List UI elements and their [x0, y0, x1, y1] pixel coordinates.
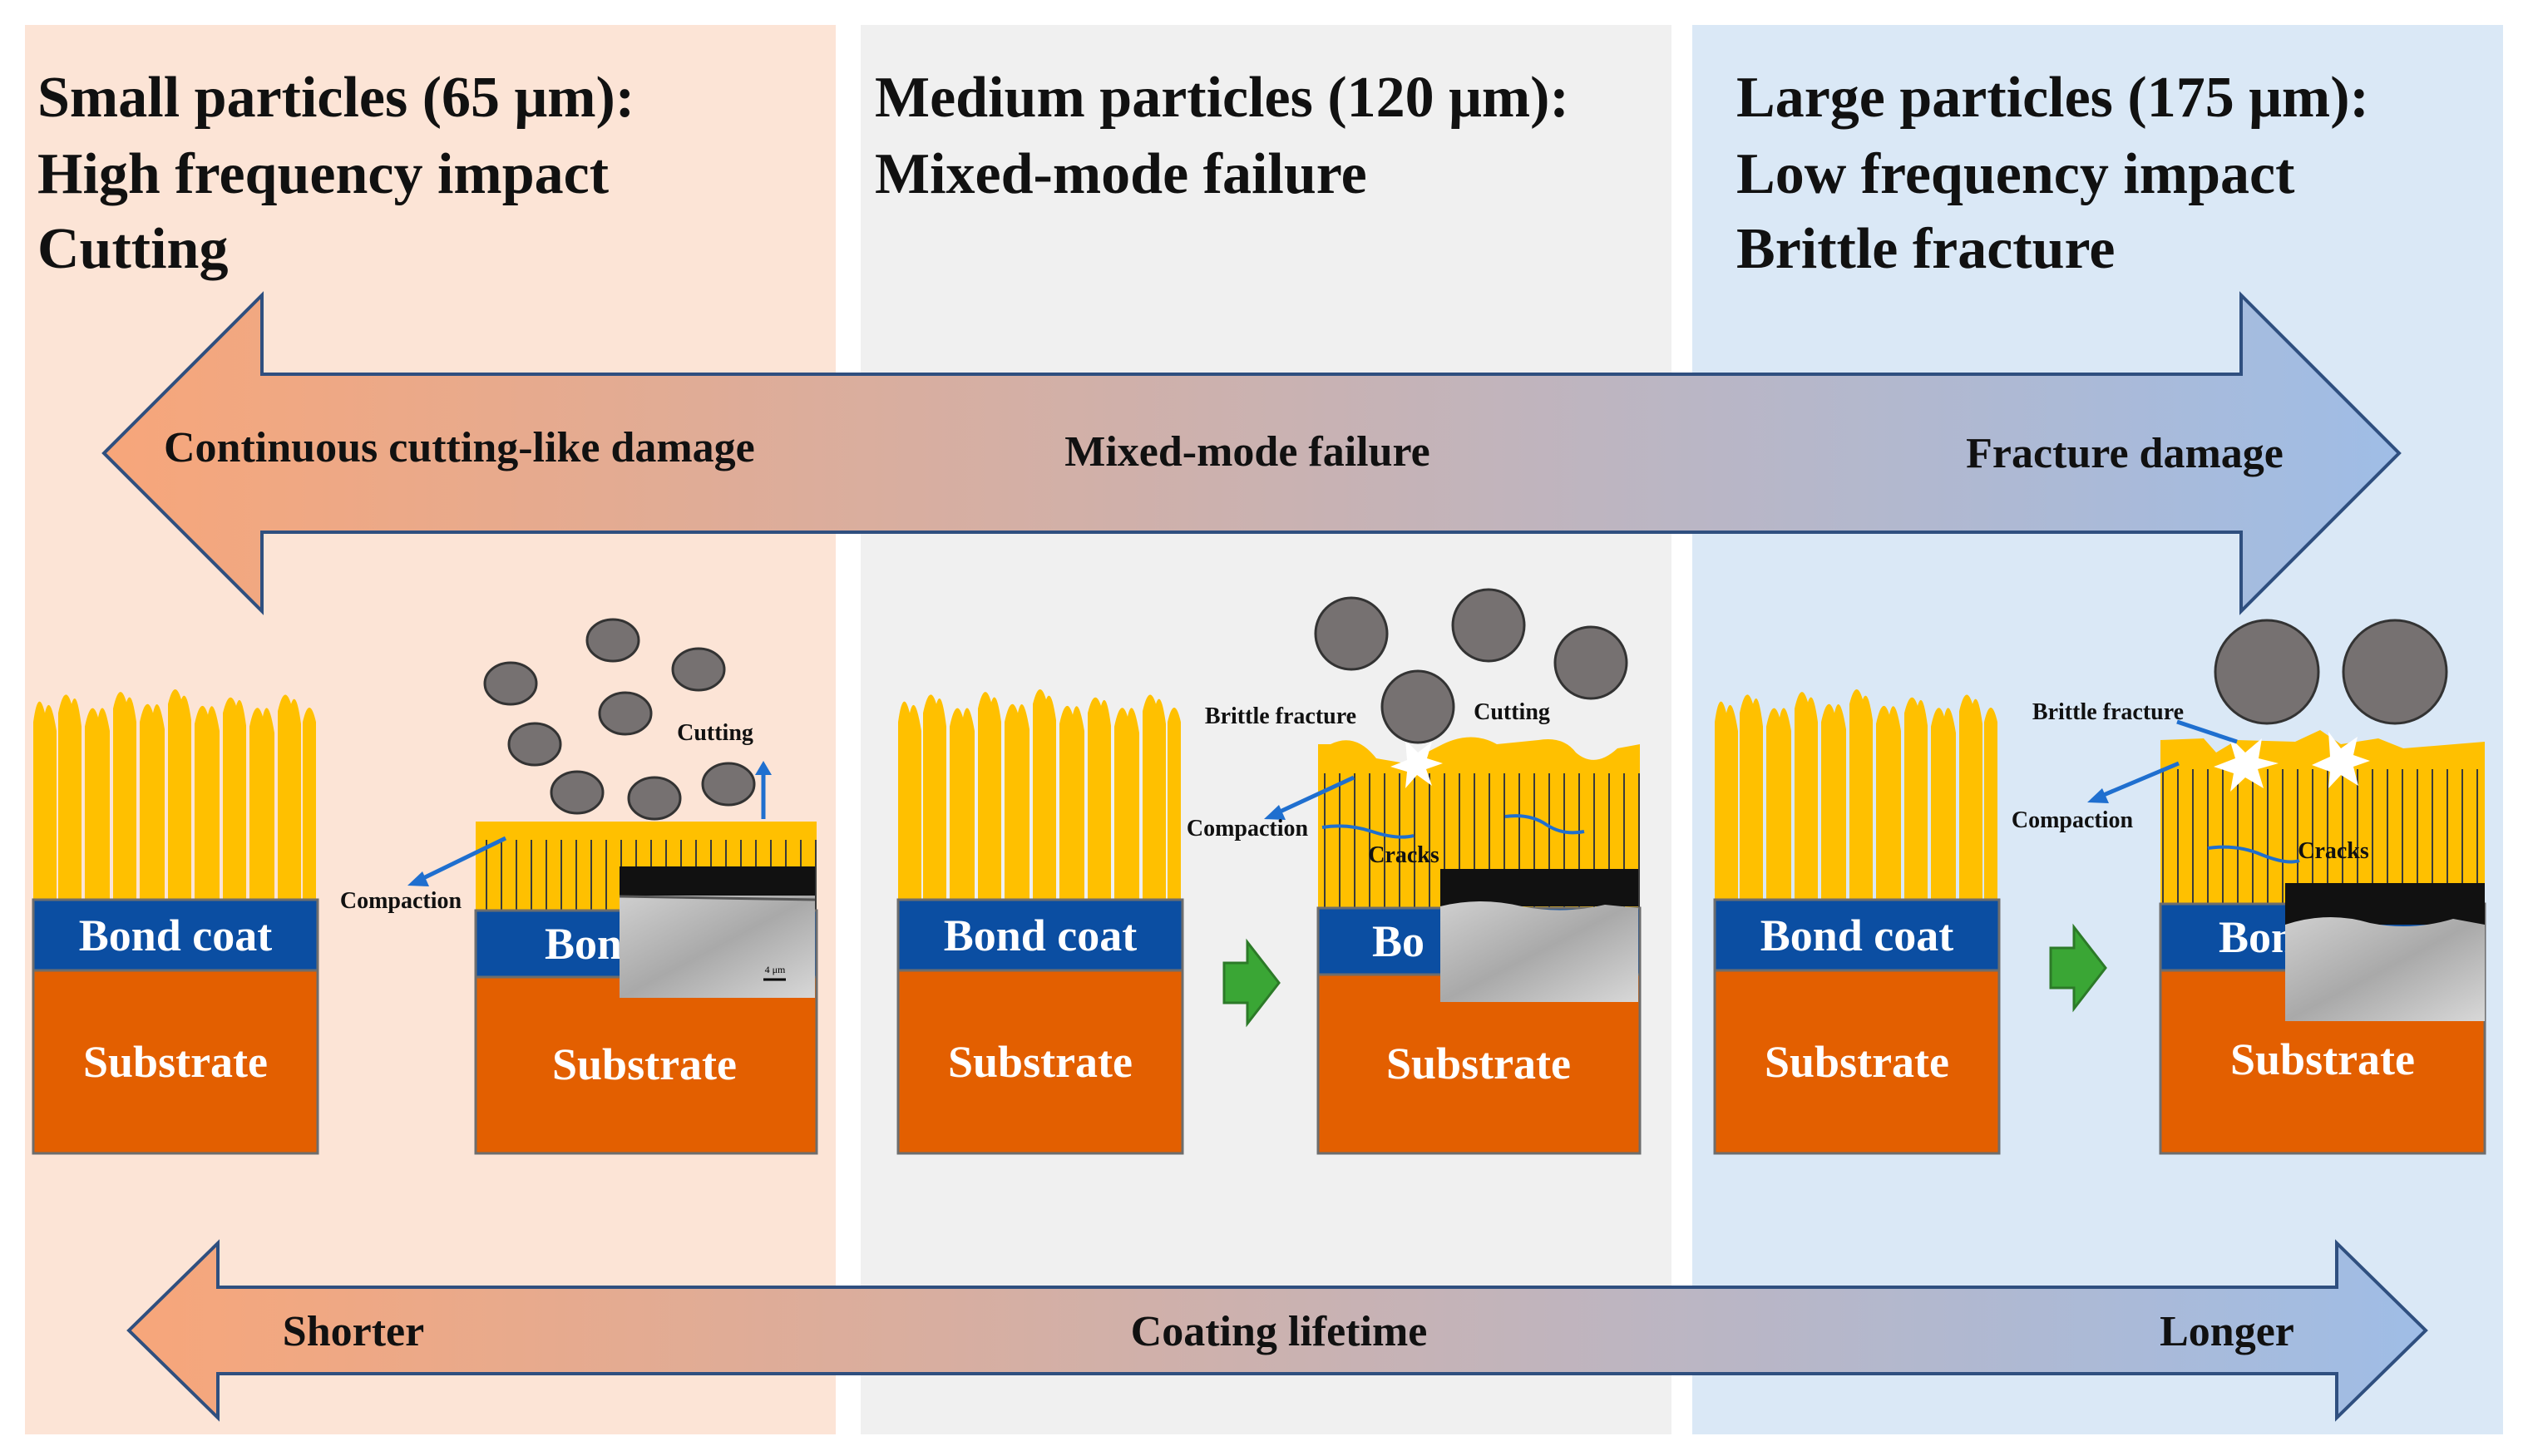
- large-fracture-burst-1: [2214, 736, 2279, 792]
- small-sem-scale-label: 4 μm: [765, 964, 786, 975]
- particle: [701, 762, 756, 807]
- small-eroded-topcoat-skin: [476, 822, 817, 840]
- medium-eroded-bond-coat-label: Bo: [1372, 916, 1424, 966]
- small-compaction-arrow: [418, 836, 507, 882]
- particle: [2214, 619, 2320, 725]
- large-fracture-burst-2: [2312, 732, 2370, 788]
- panel-small-title-line-2: High frequency impact: [37, 142, 609, 206]
- particle: [671, 647, 726, 692]
- large-compaction-arrowhead: [2087, 788, 2109, 803]
- small-initial-substrate: [32, 969, 319, 1155]
- particle: [627, 776, 682, 821]
- panel-small-title-line-1: Small particles (65 μm):: [37, 66, 634, 130]
- damage-arrow-left-label: Continuous cutting-like damage: [164, 424, 755, 471]
- large-initial-substrate-label: Substrate: [1765, 1037, 1949, 1087]
- panel-large-title-line-3: Brittle fracture: [1736, 217, 2115, 281]
- particle: [1451, 588, 1526, 663]
- particle: [1314, 596, 1389, 671]
- particle: [483, 661, 538, 706]
- small-particles: [483, 618, 756, 821]
- damage-arrow-right-label: Fracture damage: [1966, 430, 2284, 477]
- panel-medium-title-line-1: Medium particles (120 μm):: [875, 66, 1569, 130]
- medium-compaction-label: Compaction: [1187, 816, 1309, 842]
- medium-brittle-label: Brittle fracture: [1205, 703, 1356, 729]
- small-cutting-label: Cutting: [677, 720, 753, 746]
- medium-compaction-arrow: [1275, 775, 1355, 816]
- large-eroded-bond-coat-label: Bon: [2219, 912, 2296, 962]
- lifetime-arrow-right-label: Longer: [2160, 1308, 2294, 1355]
- large-initial-substrate: [1713, 969, 2001, 1155]
- small-sem-micrograph: 4 μm: [619, 866, 816, 998]
- damage-double-arrow: [101, 291, 2402, 615]
- small-initial-bond-coat: [32, 898, 319, 972]
- large-cracks-label: Cracks: [2298, 838, 2369, 864]
- medium-cutting-label: Cutting: [1474, 699, 1550, 725]
- medium-fracture-burst: [1390, 740, 1443, 788]
- small-compaction-arrowhead: [407, 871, 429, 886]
- damage-arrow-center-label: Mixed-mode failure: [1064, 428, 1430, 476]
- panel-medium-title-line-2: Mixed-mode failure: [875, 142, 1367, 206]
- large-crack-1: [2207, 845, 2300, 864]
- particle: [507, 722, 562, 767]
- particle: [2342, 619, 2448, 725]
- particle: [598, 691, 653, 736]
- lifetime-arrow-center-label: Coating lifetime: [1131, 1308, 1428, 1355]
- small-initial-bond-coat-label: Bond coat: [79, 911, 273, 960]
- medium-particles: [1314, 588, 1628, 744]
- small-eroded-bond-coat-label: Bon: [545, 919, 622, 969]
- large-eroded-topcoat-columns: [2160, 769, 2485, 904]
- medium-crack-2: [1504, 814, 1585, 835]
- panel-large-title-line-1: Large particles (175 μm):: [1736, 66, 2369, 130]
- medium-sem-micrograph: [1440, 869, 1638, 1002]
- medium-initial-coating: Bond coat Substrate: [896, 689, 1184, 1155]
- small-eroded-coating: Bon Substrate 4 μm: [474, 822, 818, 1155]
- medium-cracks-label: Cracks: [1368, 842, 1439, 868]
- medium-initial-bond-coat: [896, 898, 1184, 972]
- small-eroded-substrate-label: Substrate: [552, 1039, 737, 1089]
- medium-initial-bond-coat-label: Bond coat: [944, 911, 1138, 960]
- large-eroded-coating: Bon Substrate: [2159, 730, 2486, 1155]
- panel-large-title-line-2: Low frequency impact: [1736, 142, 2294, 206]
- small-initial-substrate-label: Substrate: [83, 1037, 268, 1087]
- large-initial-bond-coat-label: Bond coat: [1760, 911, 1954, 960]
- large-brittle-label: Brittle fracture: [2032, 699, 2184, 725]
- medium-transition-arrow: [1222, 938, 1281, 1028]
- medium-eroded-substrate-label: Substrate: [1386, 1039, 1571, 1088]
- small-initial-coating: Bond coat Substrate: [32, 689, 319, 1155]
- medium-initial-substrate: [896, 969, 1184, 1155]
- medium-eroded-substrate: [1316, 973, 1642, 1155]
- small-cutting-arrowhead: [755, 761, 772, 775]
- medium-crack-1: [1321, 824, 1415, 839]
- particle: [550, 770, 605, 815]
- large-eroded-substrate-label: Substrate: [2230, 1034, 2415, 1084]
- large-transition-arrow: [2049, 923, 2107, 1013]
- particle: [1553, 625, 1628, 700]
- medium-initial-substrate-label: Substrate: [948, 1037, 1133, 1087]
- medium-compaction-arrowhead: [1264, 805, 1286, 820]
- small-compaction-label: Compaction: [340, 888, 462, 914]
- lifetime-double-arrow: [126, 1239, 2428, 1422]
- large-compaction-arrow: [2099, 761, 2180, 799]
- particle: [1380, 669, 1455, 744]
- particle: [585, 618, 640, 663]
- large-brittle-arrow: [2176, 719, 2238, 744]
- lifetime-arrow-left-label: Shorter: [283, 1308, 424, 1355]
- large-particles: [2214, 619, 2448, 725]
- panel-small-title-line-3: Cutting: [37, 217, 228, 281]
- large-sem-micrograph: [2285, 883, 2485, 1021]
- large-compaction-label: Compaction: [2012, 807, 2134, 833]
- medium-eroded-coating: Bo Substrate: [1316, 737, 1642, 1155]
- large-initial-coating: Bond coat Substrate: [1713, 689, 2001, 1155]
